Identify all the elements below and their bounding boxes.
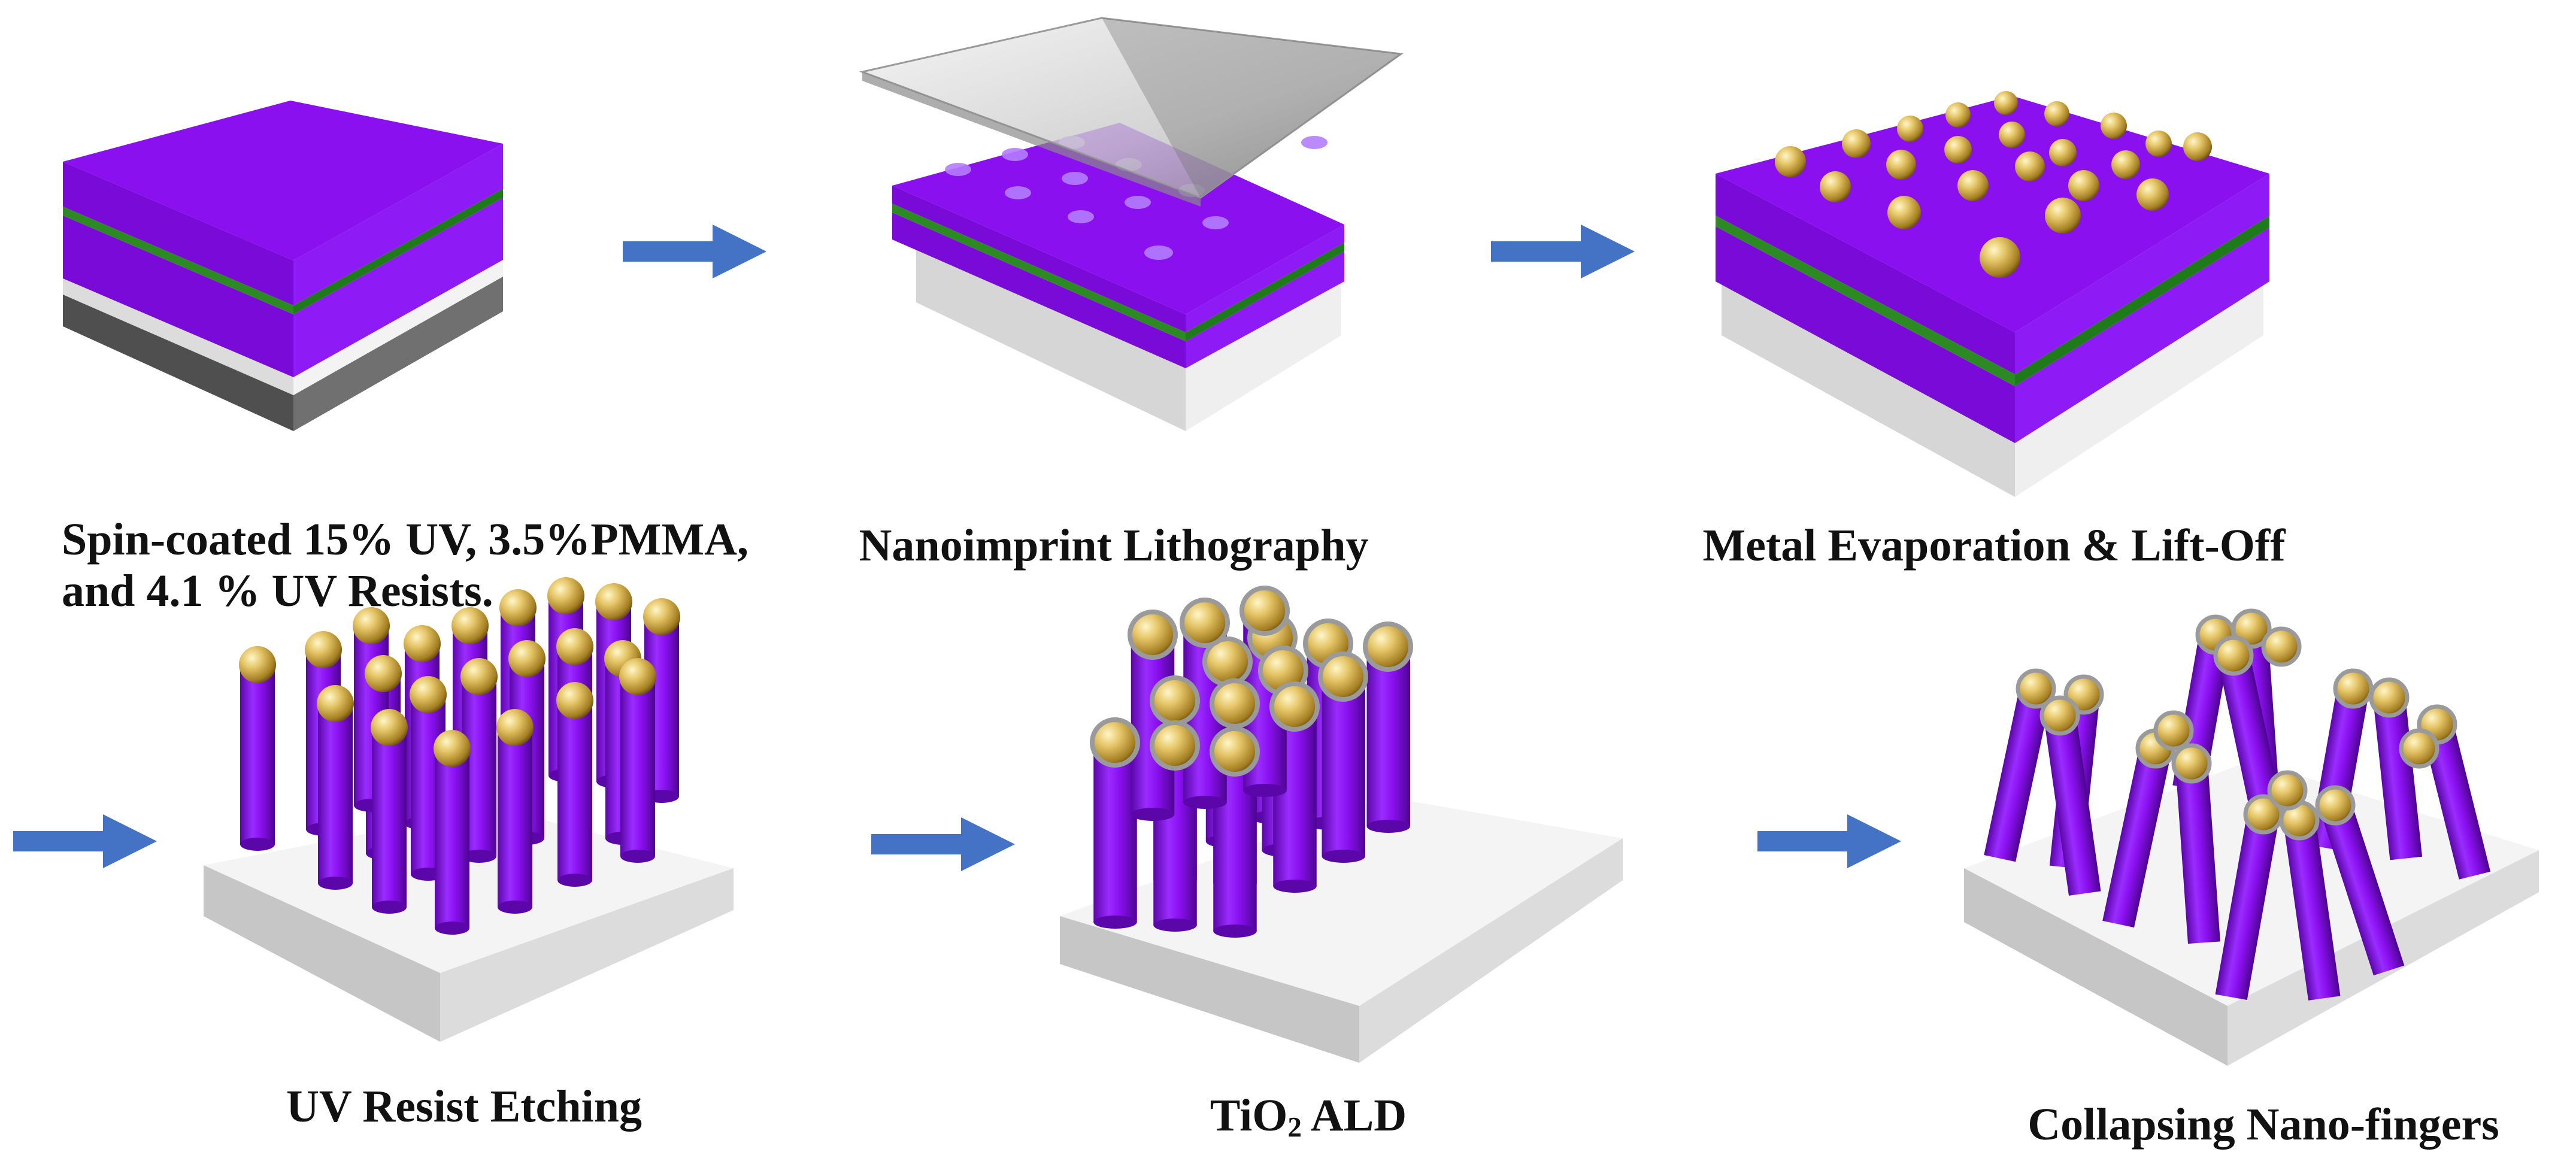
step5-caption-tail: ALD	[1301, 1090, 1407, 1141]
arrow-right-icon	[623, 225, 766, 278]
step5-caption-sub: 2	[1287, 1112, 1302, 1144]
step1-caption-line1: Spin-coated 15% UV, 3.5%PMMA,	[62, 514, 749, 565]
step5-caption: TiO2 ALD	[1210, 1090, 1407, 1144]
step5-caption-main: TiO	[1210, 1090, 1288, 1141]
step1-caption: Spin-coated 15% UV, 3.5%PMMA, and 4.1 % …	[62, 514, 748, 617]
arrow-right-icon	[1491, 225, 1635, 278]
arrow-right-icon	[871, 817, 1015, 871]
step3-metal-liftoff	[1716, 91, 2269, 497]
step4-uv-resist-etching	[204, 577, 734, 1042]
step3-caption: Metal Evaporation & Lift-Off	[1702, 520, 2286, 571]
step5-tio2-ald	[1060, 586, 1623, 1063]
step2-nanoimprint	[859, 17, 1404, 431]
step1-spin-coated-stack	[63, 101, 503, 431]
step4-caption: UV Resist Etching	[286, 1081, 642, 1132]
step1-caption-line2: and 4.1 % UV Resists.	[62, 566, 493, 616]
step6-collapsing-nanofingers	[1964, 608, 2539, 1066]
arrow-right-icon	[13, 814, 157, 868]
step2-caption: Nanoimprint Lithography	[859, 520, 1369, 571]
step6-caption: Collapsing Nano-fingers	[2028, 1099, 2499, 1150]
arrow-right-icon	[1757, 814, 1901, 868]
